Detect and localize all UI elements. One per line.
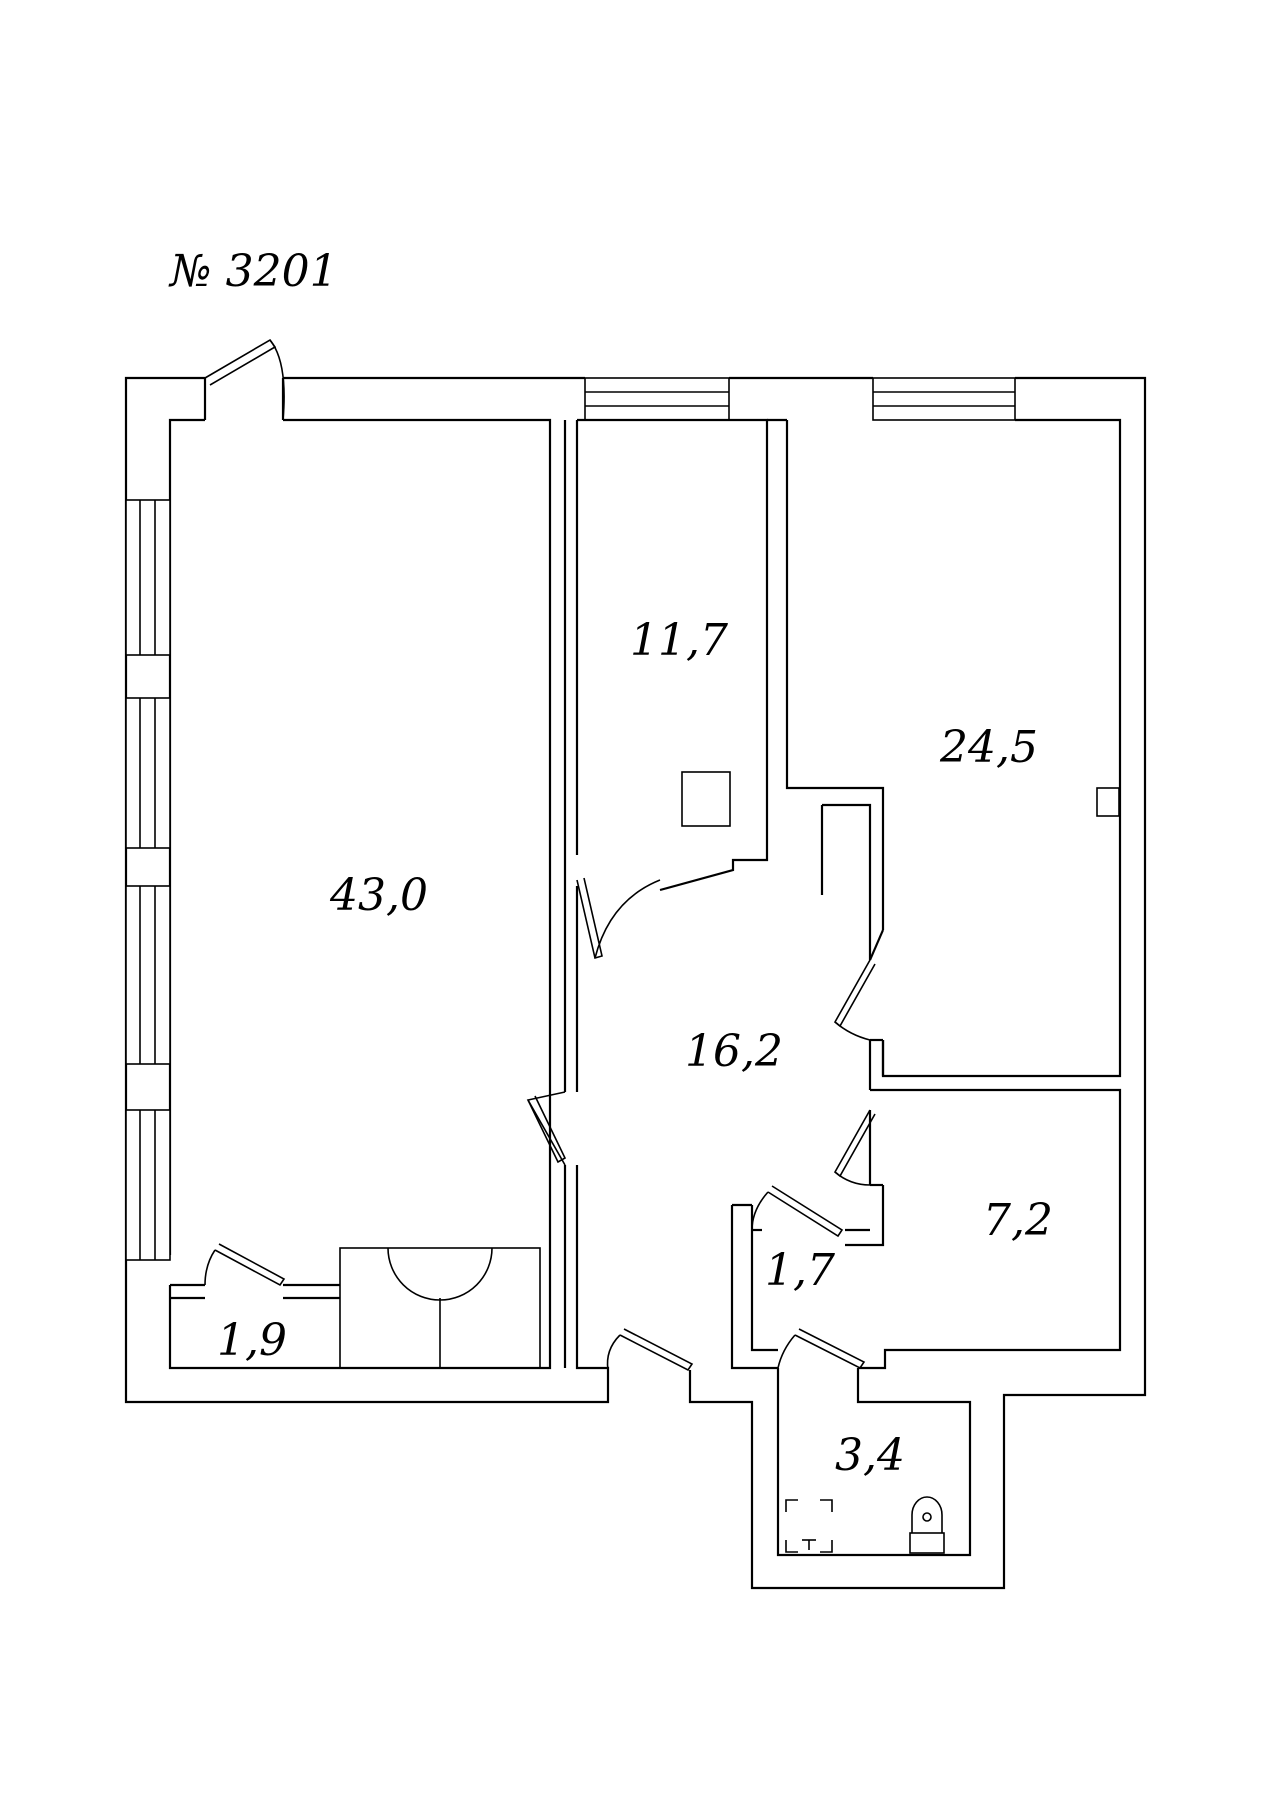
shower-fixture [785,1499,833,1553]
apartment-number: № 3201 [168,246,338,297]
room-area-bathroom: 3,4 [835,1430,905,1481]
balcony-door [203,338,285,421]
top-windows [584,377,1016,421]
room-area-kitchen: 11,7 [630,615,728,666]
wall-niche [1096,787,1120,817]
interior-walls [170,418,1122,1557]
fixtures [681,771,1120,1554]
doors [204,877,876,1372]
room-area-living: 43,0 [329,870,428,921]
toilet-icon [909,1496,945,1554]
room-area-hall: 16,2 [685,1026,783,1077]
room-area-bedroom: 24,5 [939,722,1038,773]
room-area-closet: 1,7 [765,1245,835,1296]
ventilation-shaft [681,771,731,827]
outer-walls [124,376,1147,1590]
left-windows [125,499,171,1261]
room-area-storage: 1,9 [217,1315,287,1366]
room-area-small-room: 7,2 [983,1195,1053,1246]
